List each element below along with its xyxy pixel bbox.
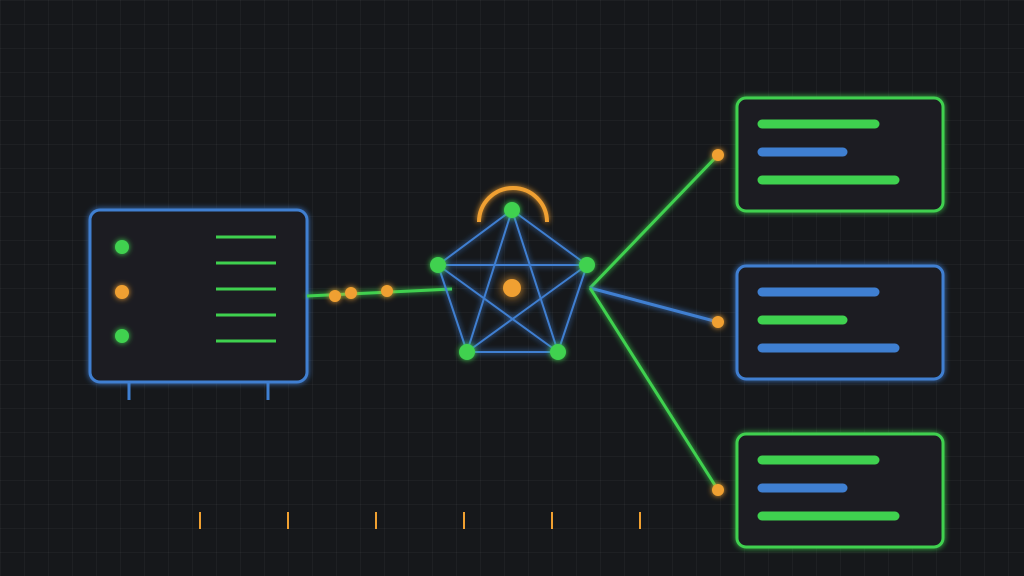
hub-core bbox=[503, 279, 521, 297]
mesh-edges bbox=[436, 208, 589, 353]
mesh-diagonal-2 bbox=[466, 209, 513, 353]
pentagon-outline bbox=[436, 208, 589, 353]
timeline bbox=[140, 512, 700, 529]
hub-vertex-bottom-left bbox=[459, 344, 475, 360]
endpoint-dot-3 bbox=[712, 484, 724, 496]
data-packet-2 bbox=[345, 287, 357, 299]
output-card-1 bbox=[735, 96, 945, 213]
hub-vertex-left bbox=[430, 257, 446, 273]
network-hub bbox=[430, 186, 595, 360]
hub-vertex-right bbox=[579, 257, 595, 273]
mesh-diagonal-1 bbox=[511, 209, 559, 353]
status-indicator-green-1 bbox=[115, 240, 129, 254]
mesh-diagonal-5 bbox=[437, 264, 559, 353]
connector-line bbox=[306, 287, 453, 298]
status-indicator-orange bbox=[115, 285, 129, 299]
data-packet-1 bbox=[329, 290, 341, 302]
connector-to-card-3 bbox=[588, 287, 720, 491]
status-indicator-green-2 bbox=[115, 329, 129, 343]
edges-hub-to-outputs bbox=[588, 149, 724, 496]
data-packet-3 bbox=[381, 285, 393, 297]
edge-source-to-hub bbox=[306, 285, 453, 302]
output-card-3 bbox=[735, 432, 945, 549]
endpoint-dot-1 bbox=[712, 149, 724, 161]
endpoint-dot-2 bbox=[712, 316, 724, 328]
connector-to-card-2 bbox=[589, 286, 719, 324]
output-card-2 bbox=[735, 264, 945, 381]
connector-to-card-1 bbox=[588, 153, 720, 290]
mesh-diagonal-3 bbox=[466, 264, 588, 353]
hub-vertex-bottom-right bbox=[550, 344, 566, 360]
hub-vertex-top bbox=[504, 202, 520, 218]
lock-arc-icon bbox=[477, 186, 549, 223]
source-panel bbox=[88, 208, 309, 400]
